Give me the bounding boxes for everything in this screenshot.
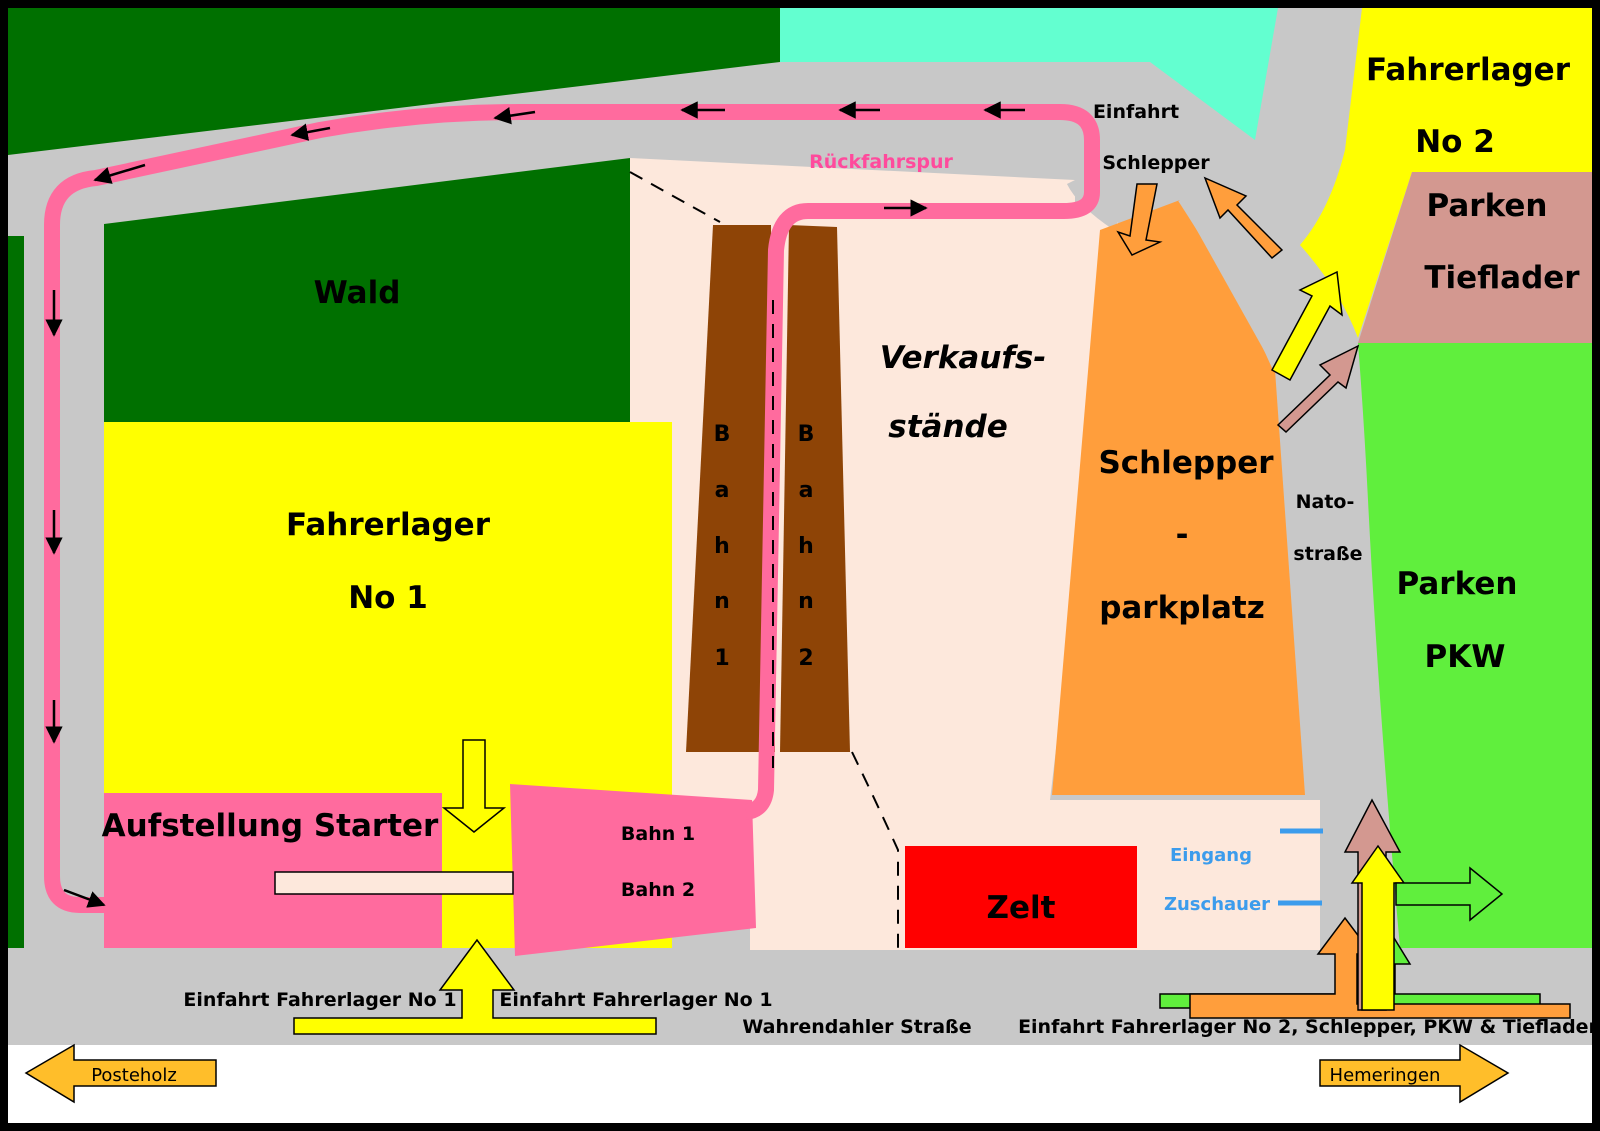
label-eingang: Eingang: [1170, 845, 1252, 866]
label-rueckfahrspur: Rückfahrspur: [809, 151, 953, 173]
label-parken-pkw-line1: Parken: [1397, 566, 1518, 602]
bahn-2-letter: a: [799, 478, 814, 503]
forest-left-strip: [8, 236, 24, 948]
fahrerlager-2-area: [1300, 8, 1592, 338]
bahn-1-letter: n: [714, 589, 730, 614]
fahrerlager-2-arrow: [1270, 270, 1343, 382]
mint-area: [780, 8, 1278, 140]
dashed-line-bottom: [851, 751, 899, 948]
bahn-1-letter: a: [715, 478, 730, 503]
bahn-1-vertical-label: B a h n 1: [714, 422, 731, 671]
zelt-area: [905, 846, 1137, 948]
bahn-2-letter: n: [798, 589, 814, 614]
label-bahn-2-block: Bahn 2: [621, 879, 695, 901]
return-lane: [44, 104, 1100, 913]
arrow-top-6: [93, 163, 146, 184]
label-einfahrt-schlepper-line2: Schlepper: [1102, 152, 1210, 174]
arrow-top-4: [493, 107, 536, 125]
label-natostrasse-line2: straße: [1293, 543, 1362, 565]
hemeringen-direction-arrow: [1319, 1043, 1510, 1104]
dashed-line-top: [629, 171, 721, 223]
bahn-1-letter: 1: [714, 646, 729, 671]
bahn-2-letter: B: [798, 422, 815, 447]
bahn-start-block: [510, 784, 756, 956]
fahrerlager-1-down-arrow: [441, 739, 507, 833]
label-zuschauer: Zuschauer: [1164, 894, 1270, 915]
bahn-2-track: [780, 225, 850, 752]
parken-tieflader-area: [1358, 172, 1592, 343]
fahrerlager-2-up-arrow: [1350, 844, 1406, 1011]
label-natostrasse-line1: Nato-: [1296, 491, 1355, 513]
label-verkaufsstaende-line1: Verkaufs-: [880, 340, 1046, 376]
label-parken-pkw-line2: PKW: [1425, 639, 1506, 675]
arrow-left-4: [63, 888, 106, 908]
schlepper-parkplatz-area: [1052, 200, 1305, 795]
schlepper-exit-arrow: [1203, 176, 1284, 260]
label-fahrerlager-2-line2: No 2: [1415, 124, 1495, 160]
label-einfahrt-fahrerlager-1-right: Einfahrt Fahrerlager No 1: [499, 989, 772, 1011]
bahn-2-letter: 2: [798, 646, 813, 671]
return-lane-arrows: [45, 101, 1025, 908]
bahn-1-letter: B: [714, 422, 731, 447]
label-einfahrt-fahrerlager-1-left: Einfahrt Fahrerlager No 1: [183, 989, 456, 1011]
bahn-1-letter: h: [714, 534, 730, 559]
bahn-2-letter: h: [798, 534, 814, 559]
label-fahrerlager-2-line1: Fahrerlager: [1366, 52, 1571, 88]
label-hemeringen: Hemeringen: [1330, 1065, 1441, 1086]
label-parken-tieflader-line2: Tieflader: [1424, 260, 1580, 296]
forest-top-band: [8, 8, 780, 155]
label-schlepperparkplatz-line3: parkplatz: [1099, 590, 1265, 626]
fahrerlager-1-entry-arrow: [293, 938, 657, 1035]
tieflader-arrow: [1276, 344, 1360, 434]
starter-transfer-lane: [274, 871, 514, 895]
aufstellung-starter-area: [104, 793, 442, 948]
label-aufstellung-starter: Aufstellung Starter: [102, 808, 439, 844]
schlepper-entry-arrow: [1116, 183, 1163, 256]
schlepper-parkplatz-curve: [1178, 198, 1277, 371]
arrow-top-5: [290, 123, 331, 141]
bahn-1-track: [686, 225, 775, 752]
label-schlepperparkplatz-line2: -: [1176, 517, 1189, 553]
label-verkaufsstaende-line2: stände: [888, 409, 1007, 445]
label-einfahrt-schlepper-line1: Einfahrt: [1093, 101, 1179, 123]
label-posteholz: Posteholz: [91, 1065, 177, 1086]
label-wahrendahler-strasse: Wahrendahler Straße: [742, 1016, 971, 1038]
label-parken-tieflader-line1: Parken: [1427, 188, 1548, 224]
bahn-2-vertical-label: B a h n 2: [798, 422, 815, 671]
label-bahn-1-block: Bahn 1: [621, 823, 695, 845]
label-fahrerlager-1-line2: No 1: [348, 580, 428, 616]
posteholz-direction-arrow: [24, 1043, 217, 1104]
pkw-right-arrow: [1395, 866, 1504, 922]
label-fahrerlager-1-line1: Fahrerlager: [286, 507, 491, 543]
parken-pkw-area: [1358, 343, 1592, 948]
wald-area: [104, 158, 630, 447]
label-schlepperparkplatz-line1: Schlepper: [1098, 445, 1274, 481]
label-wald: Wald: [314, 275, 401, 311]
label-einfahrt-fahrerlager-2: Einfahrt Fahrerlager No 2, Schlepper, PK…: [1018, 1016, 1598, 1038]
label-zelt: Zelt: [987, 890, 1056, 926]
